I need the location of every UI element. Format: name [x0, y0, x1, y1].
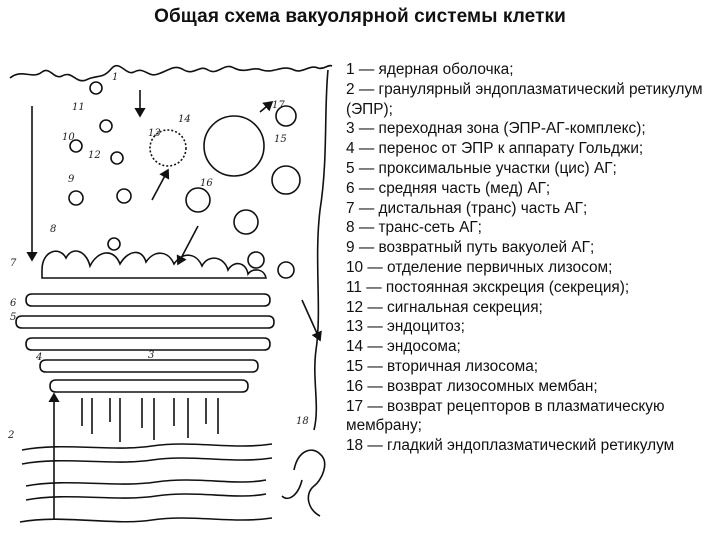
- label-13: 13: [148, 128, 161, 139]
- vesicle: [68, 190, 84, 206]
- legend-item: 16 — возврат лизосомных мембан;: [346, 377, 598, 395]
- vesicle: [99, 119, 113, 133]
- legend-item: 13 — эндоцитоз;: [346, 318, 465, 336]
- legend-item: 4 — перенос от ЭПР к аппарату Гольджи;: [346, 140, 644, 158]
- rough-er: [25, 479, 267, 487]
- legend-item: 11 — постоянная экскреция (секреция);: [346, 278, 630, 296]
- legend-item: 15 — вторичная лизосома;: [346, 357, 539, 375]
- label-18: 18: [296, 416, 309, 427]
- golgi-cisterna: [49, 379, 249, 393]
- golgi-cisterna: [39, 359, 259, 373]
- transitional-zone: [81, 398, 219, 442]
- label-11: 11: [72, 102, 85, 113]
- vesicle: [69, 139, 83, 153]
- lysosome: [185, 187, 211, 213]
- legend-item: 1 — ядерная оболочка;: [346, 61, 514, 78]
- diagram-title: Общая схема вакуолярной системы клетки: [154, 6, 566, 27]
- transport-arrow: [151, 168, 170, 201]
- vesicle: [277, 261, 295, 279]
- trans-network: [41, 250, 267, 279]
- rough-er: [21, 457, 273, 465]
- diagram-number-labels: 1 2 3 4 5 6 7 8 9 10 11 12 13 14 15 16 1…: [7, 72, 309, 441]
- label-5: 5: [10, 312, 16, 323]
- vesicle: [110, 151, 124, 165]
- label-16: 16: [200, 178, 213, 189]
- legend-item: 18 — гладкий эндоплазматический ретикулу…: [346, 437, 675, 455]
- secondary-lysosome: [203, 115, 265, 177]
- legend-item: 3 — переходная зона (ЭПР-АГ-комплекс);: [346, 120, 646, 138]
- smooth-er: [281, 449, 326, 517]
- nuclear-envelope: [19, 517, 273, 523]
- label-9: 9: [68, 174, 75, 185]
- legend-item: 6 — средняя часть (мед) АГ;: [346, 179, 551, 197]
- rough-er: [25, 493, 267, 501]
- transport-arrow: [176, 225, 199, 266]
- vesicle: [233, 209, 259, 235]
- vesicle: [275, 105, 297, 127]
- golgi-cisterna: [15, 315, 275, 329]
- plasma-membrane: [9, 64, 333, 82]
- label-3: 3: [148, 350, 154, 361]
- vesicle: [116, 188, 132, 204]
- transport-arrow: [301, 299, 322, 342]
- rough-er: [21, 443, 273, 451]
- vacuolar-system-illustration: 1 2 3 4 5 6 7 8 9 10 11 12 13 14 15 16 1…: [7, 64, 333, 523]
- vesicle: [89, 81, 103, 95]
- endosome: [149, 129, 187, 167]
- vesicle: [247, 251, 265, 269]
- label-4: 4: [35, 352, 42, 363]
- label-2: 2: [7, 430, 14, 441]
- label-14: 14: [178, 114, 191, 125]
- legend-item: 9 — возвратный путь вакуолей АГ;: [346, 239, 595, 257]
- label-12: 12: [88, 150, 101, 161]
- label-7: 7: [10, 258, 17, 269]
- legend-item: 17 — возврат рецепторов в плазматическую…: [346, 397, 665, 435]
- plasma-membrane-right: [313, 69, 329, 431]
- legend-list: 1 — ядерная оболочка; 2 — гранулярный эн…: [346, 60, 718, 456]
- legend-item: 2 — гранулярный эндоплазматический ретик…: [346, 80, 703, 118]
- legend-item: 7 — дистальная (транс) часть АГ;: [346, 199, 588, 217]
- label-6: 6: [10, 298, 17, 309]
- legend-item: 14 — эндосома;: [346, 338, 461, 356]
- legend-item: 5 — проксимальные участки (цис) АГ;: [346, 159, 617, 177]
- vesicle: [107, 237, 121, 251]
- label-17: 17: [272, 100, 285, 111]
- label-10: 10: [62, 132, 75, 143]
- label-1: 1: [112, 72, 118, 83]
- golgi-cisterna: [25, 337, 271, 351]
- label-8: 8: [50, 224, 56, 235]
- golgi-cisterna: [25, 293, 271, 307]
- vesicle: [271, 165, 301, 195]
- label-15: 15: [274, 134, 287, 145]
- legend-item: 8 — транс-сеть АГ;: [346, 219, 482, 237]
- transport-arrow: [259, 100, 274, 113]
- legend-item: 12 — сигнальная секреция;: [346, 298, 543, 316]
- legend-item: 10 — отделение первичных лизосом;: [346, 258, 613, 276]
